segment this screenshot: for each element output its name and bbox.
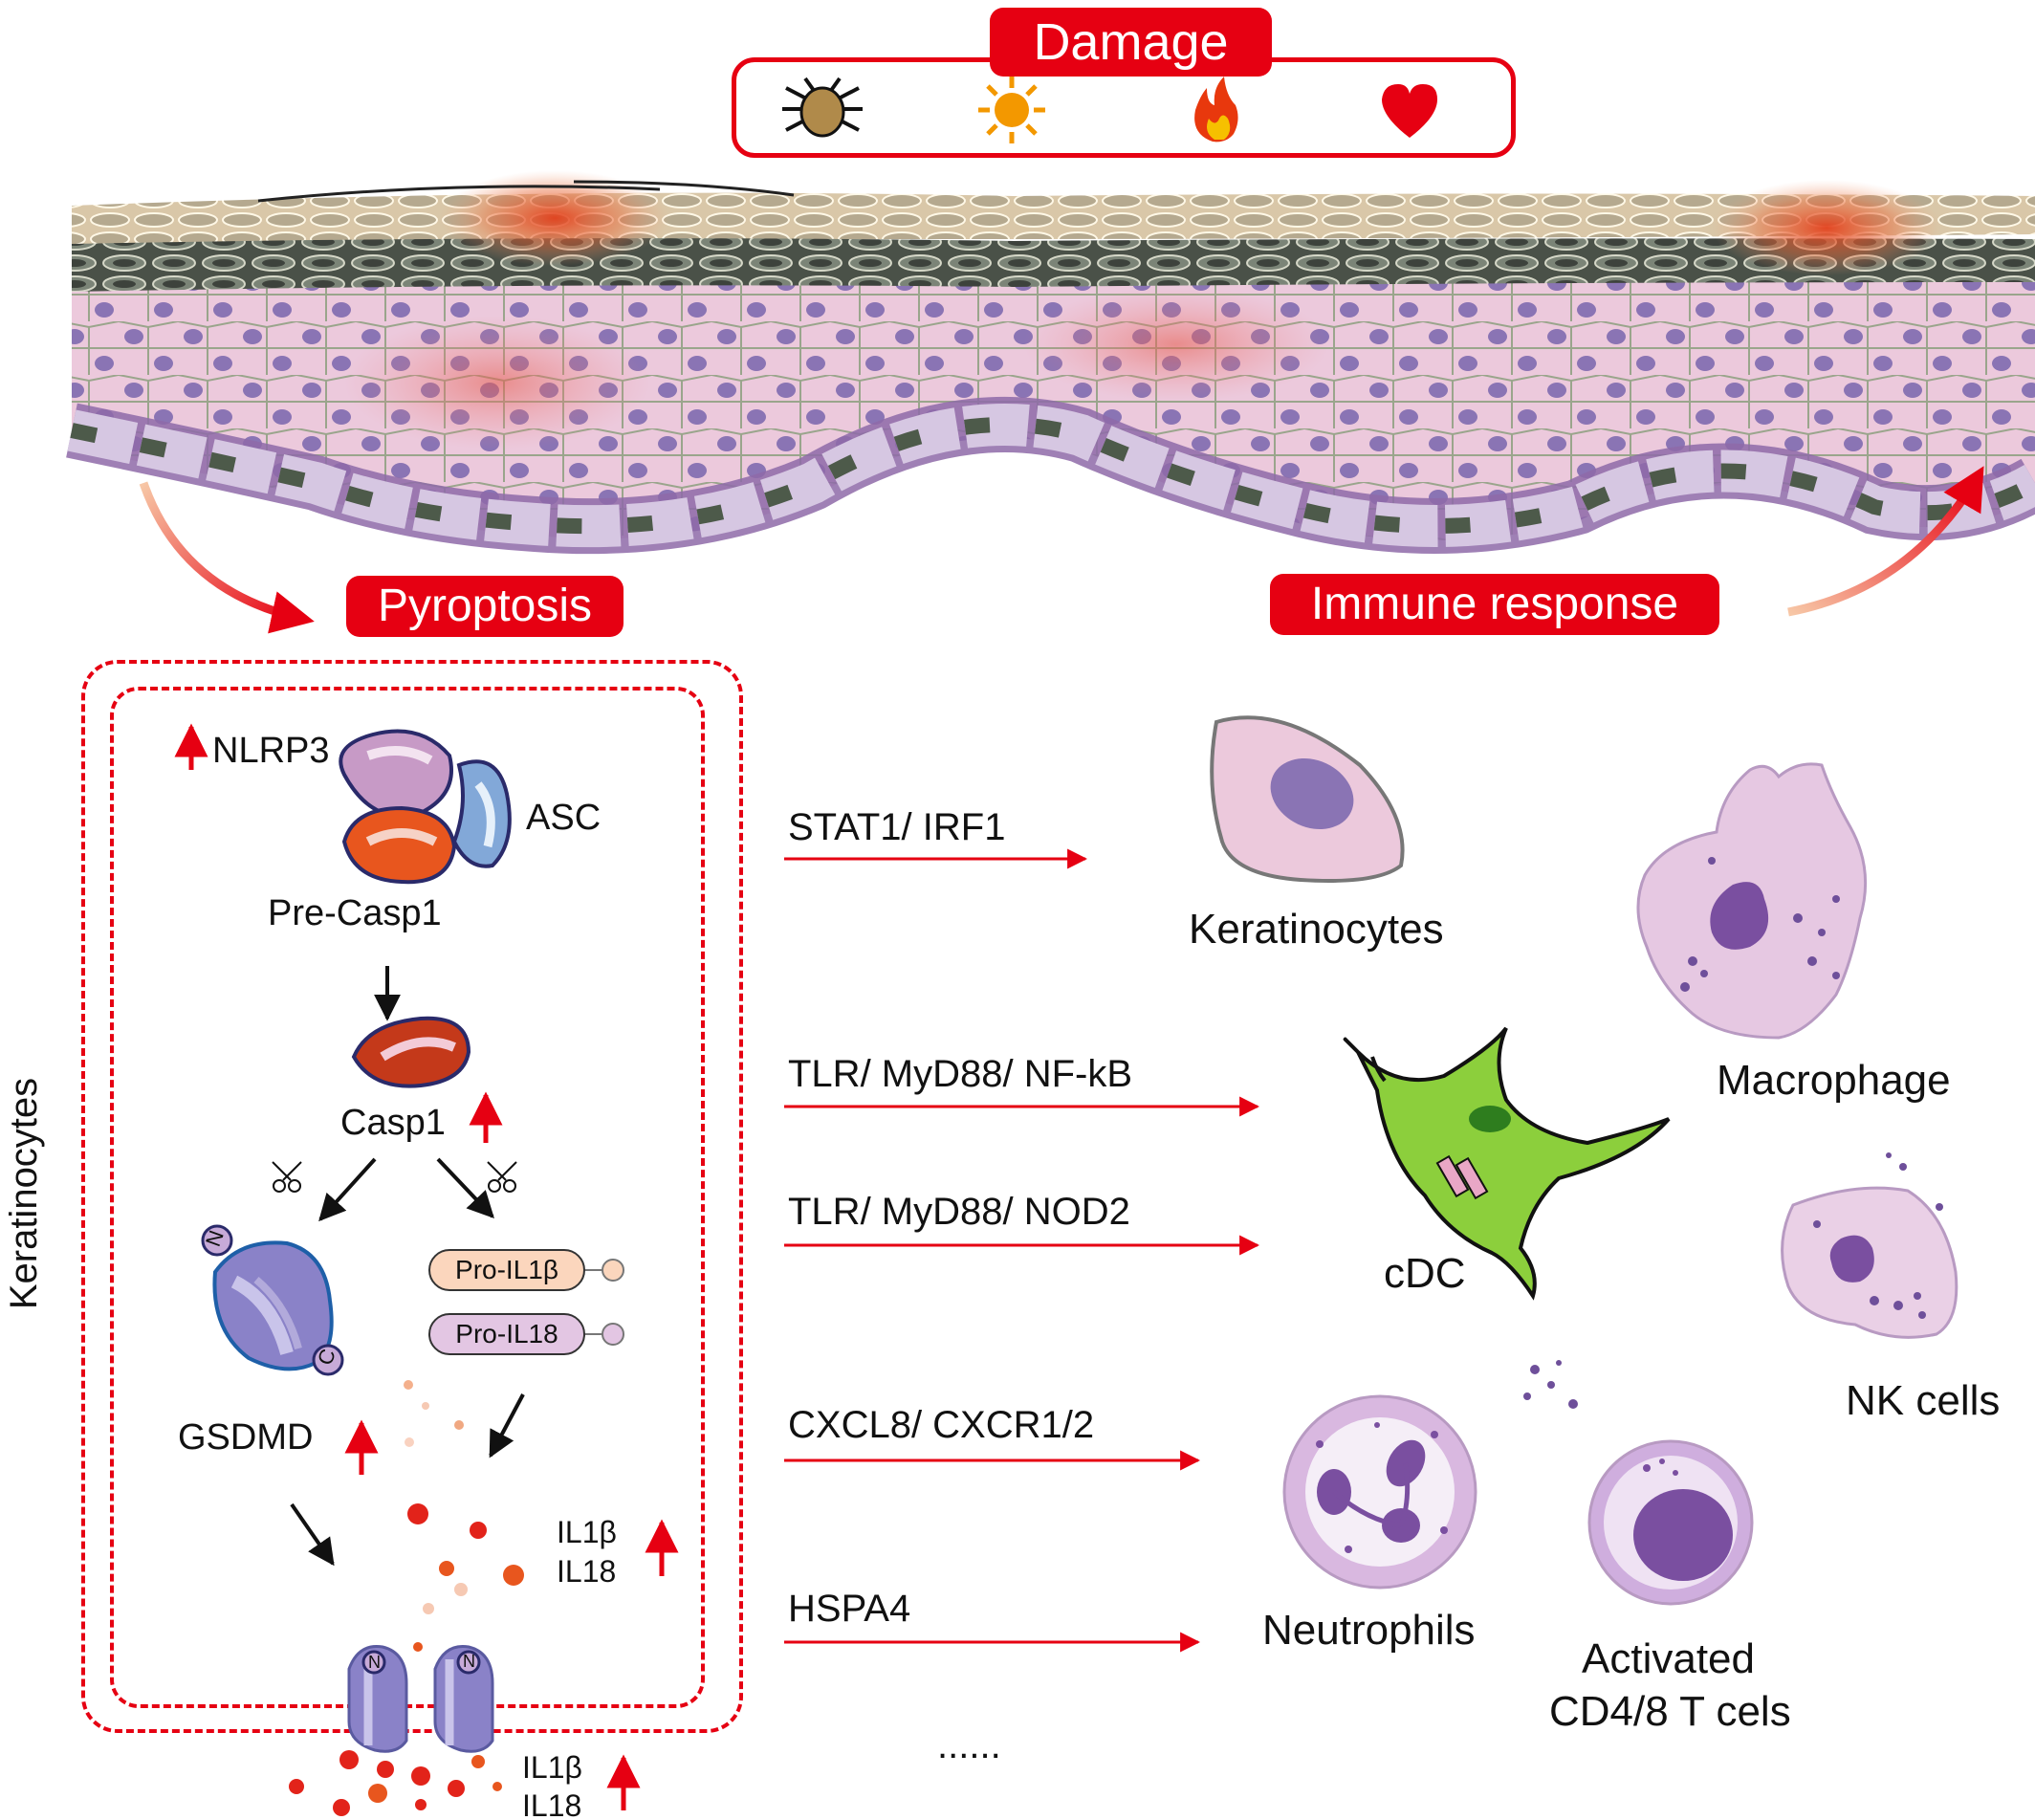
basal-layer xyxy=(66,397,2035,555)
pathway-label-stat1: STAT1/ IRF1 xyxy=(788,806,1006,848)
granule-dots xyxy=(1523,1360,1578,1409)
pro-il18-tag: Pro-IL18 xyxy=(428,1313,585,1355)
released-cytokines xyxy=(289,1750,502,1816)
macrophage-label: Macrophage xyxy=(1717,1057,1951,1104)
scissors-icon-2 xyxy=(487,1161,517,1193)
casp1-label: Casp1 xyxy=(340,1103,446,1143)
il1b-inside-label: IL1β xyxy=(557,1515,617,1549)
keratinocyte-outer-membrane xyxy=(81,660,743,1733)
immune-response-label: Immune response xyxy=(1270,574,1719,635)
gsdmd-pore-icon xyxy=(347,1644,494,1753)
pathway-label-hspa4: HSPA4 xyxy=(788,1588,911,1630)
nk-cells-label: NK cells xyxy=(1846,1377,2001,1424)
il18-inside-label: IL18 xyxy=(557,1554,617,1589)
il1b-outside-label: IL1β xyxy=(522,1750,582,1785)
heart-icon xyxy=(1382,84,1437,138)
neutrophil-icon xyxy=(1282,1394,1477,1590)
pyroptosis-label: Pyroptosis xyxy=(346,576,624,637)
keratinocytes-cell-label: Keratinocytes xyxy=(1189,906,1444,953)
inflammasome-icon xyxy=(339,729,512,885)
sun-icon xyxy=(978,77,1045,143)
mite-icon xyxy=(782,77,863,138)
fire-icon xyxy=(1194,77,1238,143)
pathway-label-nod2: TLR/ MyD88/ NOD2 xyxy=(788,1191,1130,1233)
gsdmd-label: GSDMD xyxy=(178,1417,314,1458)
cdc-icon xyxy=(1343,1026,1671,1301)
scissors-icon xyxy=(272,1161,302,1193)
asc-label: ASC xyxy=(526,798,602,838)
nlrp3-label: NLRP3 xyxy=(212,731,330,771)
t-cells-label-line2: CD4/8 T cels xyxy=(1549,1688,1791,1735)
cytokine-dots xyxy=(404,1380,524,1652)
damage-title: Damage xyxy=(990,8,1272,77)
pathway-ellipsis: ...... xyxy=(937,1724,1001,1766)
t-cells-label-line1: Activated xyxy=(1582,1635,1755,1682)
t-cell-icon xyxy=(1587,1439,1754,1606)
pathway-label-cxcl8: CXCL8/ CXCR1/2 xyxy=(788,1404,1095,1446)
cdc-label: cDC xyxy=(1384,1250,1466,1297)
casp1-icon xyxy=(351,1016,471,1088)
nk-cell-icon xyxy=(1781,1152,1958,1339)
pre-casp1-label: Pre-Casp1 xyxy=(268,893,442,933)
macrophage-icon xyxy=(1636,762,1868,1040)
pro-il1b-tag: Pro-IL1β xyxy=(428,1249,585,1291)
gsdmd-icon xyxy=(201,1224,344,1376)
keratinocyte-cell-icon xyxy=(1210,715,1405,883)
neutrophils-label: Neutrophils xyxy=(1262,1607,1476,1654)
il18-outside-label: IL18 xyxy=(522,1788,582,1820)
pore-n-label-2: N xyxy=(463,1652,475,1671)
pathway-label-nfkb: TLR/ MyD88/ NF-kB xyxy=(788,1053,1133,1095)
